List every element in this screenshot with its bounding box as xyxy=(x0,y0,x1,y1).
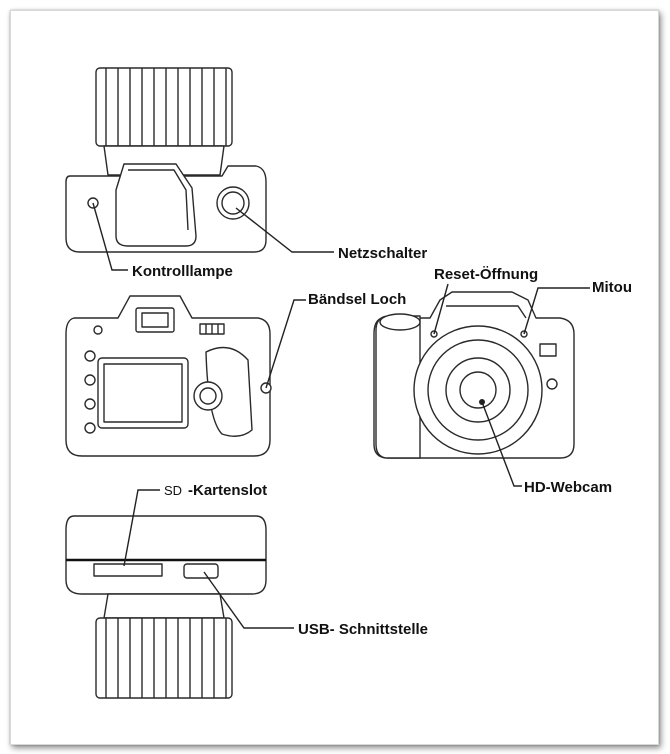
usb-port xyxy=(183,563,219,579)
label-reset-hole: Reset-Öffnung xyxy=(434,266,538,283)
webcam-callout-line xyxy=(481,401,522,487)
front-grip xyxy=(375,315,421,459)
top-lens-ridges xyxy=(105,68,227,146)
label-usb-port: USB- Schnittstelle xyxy=(298,621,428,638)
label-sd-slot: -Kartenslot xyxy=(188,482,267,499)
front-window xyxy=(539,343,557,357)
front-lens-outer xyxy=(413,325,543,455)
front-shutter-button xyxy=(379,313,421,331)
camera-back-view xyxy=(65,295,306,457)
lamp-callout-line xyxy=(92,202,128,271)
label-microphone: Mitou xyxy=(592,279,632,296)
lanyard-callout-line xyxy=(265,299,306,389)
bottom-body xyxy=(65,515,267,595)
label-lanyard-hole: Bändsel Loch xyxy=(308,291,406,308)
mic-callout-line xyxy=(523,287,590,335)
label-sd-prefix: SD xyxy=(164,483,182,498)
camera-top-view xyxy=(65,67,334,271)
back-side-buttons xyxy=(84,350,96,434)
bottom-lens-ridges xyxy=(105,618,227,698)
usb-callout-line xyxy=(203,571,294,629)
bottom-lens-neck xyxy=(103,593,225,619)
label-hd-webcam: HD-Webcam xyxy=(524,479,612,496)
back-viewfinder xyxy=(135,307,175,333)
front-lens-glass xyxy=(459,371,497,409)
bottom-lens-barrel xyxy=(95,617,233,699)
sd-callout-line xyxy=(123,489,160,567)
label-indicator-lamp: Kontrolllampe xyxy=(132,263,233,280)
back-screen xyxy=(97,357,189,429)
top-prism xyxy=(115,163,197,247)
switch-callout-line xyxy=(235,207,334,253)
back-control-dial xyxy=(193,381,223,411)
sd-card-slot xyxy=(93,563,163,577)
reset-callout-line xyxy=(433,283,449,335)
top-lens-barrel xyxy=(95,67,233,147)
label-power-switch: Netzschalter xyxy=(338,245,427,262)
camera-front-view xyxy=(373,283,590,487)
camera-bottom-view xyxy=(65,489,294,699)
